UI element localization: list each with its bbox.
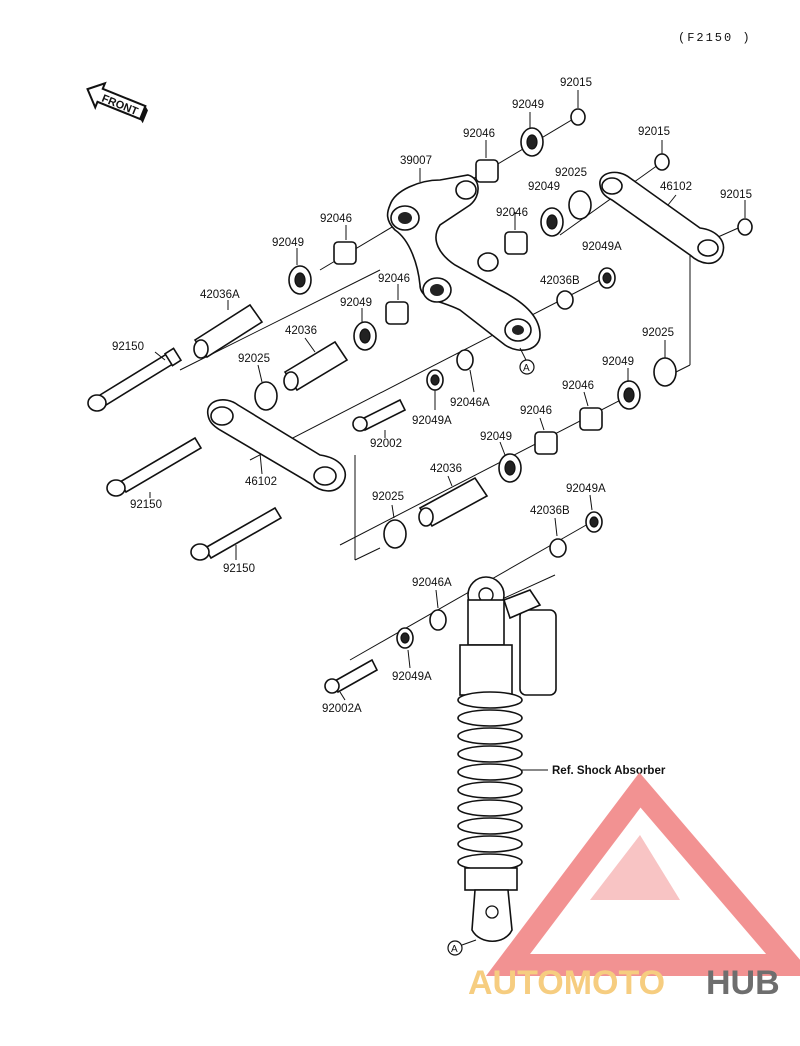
watermark-text-auto: AUTOMOTO — [468, 964, 665, 1002]
watermark-text-hub: HUB — [706, 964, 780, 1002]
part-labels: 92015 92049 92046 39007 92015 92025 4610… — [112, 77, 752, 777]
shock-absorber — [457, 576, 557, 943]
label-92049-center: 92049 — [340, 297, 372, 309]
label-46102-left: 46102 — [245, 476, 277, 488]
label-ref-shock-absorber: Ref. Shock Absorber — [552, 765, 666, 777]
sleeve-42036B-top — [556, 290, 574, 310]
leader-lines — [149, 90, 746, 946]
label-92002: 92002 — [370, 438, 402, 450]
marker-a-top: A — [519, 359, 535, 375]
bolt-92150-bottom — [190, 506, 283, 561]
label-42036A: 42036A — [200, 289, 240, 301]
label-92049A-right: 92049A — [582, 241, 622, 253]
label-92002A: 92002A — [322, 703, 362, 715]
label-92015-top: 92015 — [560, 77, 592, 89]
sleeve-42036A — [193, 303, 264, 359]
label-92150-mid: 92150 — [130, 499, 162, 511]
bolt-92002 — [352, 398, 407, 432]
label-92049A-mid: 92049A — [412, 415, 452, 427]
marker-a-bottom: A — [447, 940, 463, 956]
bolt-92002A — [324, 658, 379, 694]
watermark-triangle-logo — [485, 772, 800, 976]
rocker-arm-39007 — [386, 174, 541, 351]
label-39007: 39007 — [400, 155, 432, 167]
label-92025-left: 92025 — [238, 353, 270, 365]
label-92150-bottom: 92150 — [223, 563, 255, 575]
label-92049A-bottom: 92049A — [392, 671, 432, 683]
label-92049-right2: 92049 — [602, 356, 634, 368]
label-42036-low: 42036 — [430, 463, 462, 475]
label-42036B-low: 42036B — [530, 505, 570, 517]
label-92049-left: 92049 — [272, 237, 304, 249]
label-92025-low: 92025 — [372, 491, 404, 503]
label-92046-top: 92046 — [463, 128, 495, 140]
label-92015-mid: 92015 — [638, 126, 670, 138]
label-92025-mid: 92025 — [555, 167, 587, 179]
diagram-code: (F2150 ) — [678, 31, 752, 45]
label-92046A-top: 92046A — [450, 397, 490, 409]
label-42036-top: 42036 — [285, 325, 317, 337]
label-92046-right2: 92046 — [562, 380, 594, 392]
label-92049-mid: 92049 — [528, 181, 560, 193]
label-92046-left: 92046 — [320, 213, 352, 225]
label-92046-mid: 92046 — [496, 207, 528, 219]
tie-rod-46102-right — [599, 171, 725, 265]
label-92046-center: 92046 — [378, 273, 410, 285]
label-92046-low: 92046 — [520, 405, 552, 417]
label-92049A-low: 92049A — [566, 483, 606, 495]
automotohub-watermark: AUTOMOTO HUB — [468, 772, 800, 1002]
label-92015-right: 92015 — [720, 189, 752, 201]
marker-a-top-text: A — [523, 363, 530, 374]
marker-a-bottom-text: A — [451, 944, 458, 955]
front-arrow-icon: FRONT — [86, 81, 148, 124]
tie-rod-46102-left — [207, 399, 346, 492]
label-92025-right: 92025 — [642, 327, 674, 339]
bearings-and-seals — [254, 108, 753, 649]
bolt-92150-middle — [106, 436, 203, 497]
bolt-92150-top — [87, 347, 183, 412]
label-42036B-top: 42036B — [540, 275, 580, 287]
sleeve-42036-low — [418, 476, 489, 528]
label-92046A-low: 92046A — [412, 577, 452, 589]
label-92049-top: 92049 — [512, 99, 544, 111]
sleeve-42036-top — [283, 340, 349, 392]
label-92049-low: 92049 — [480, 431, 512, 443]
sleeve-42036B-low — [549, 538, 567, 558]
shock-spring — [457, 691, 523, 871]
label-46102-right: 46102 — [660, 181, 692, 193]
label-92150-top: 92150 — [112, 341, 144, 353]
